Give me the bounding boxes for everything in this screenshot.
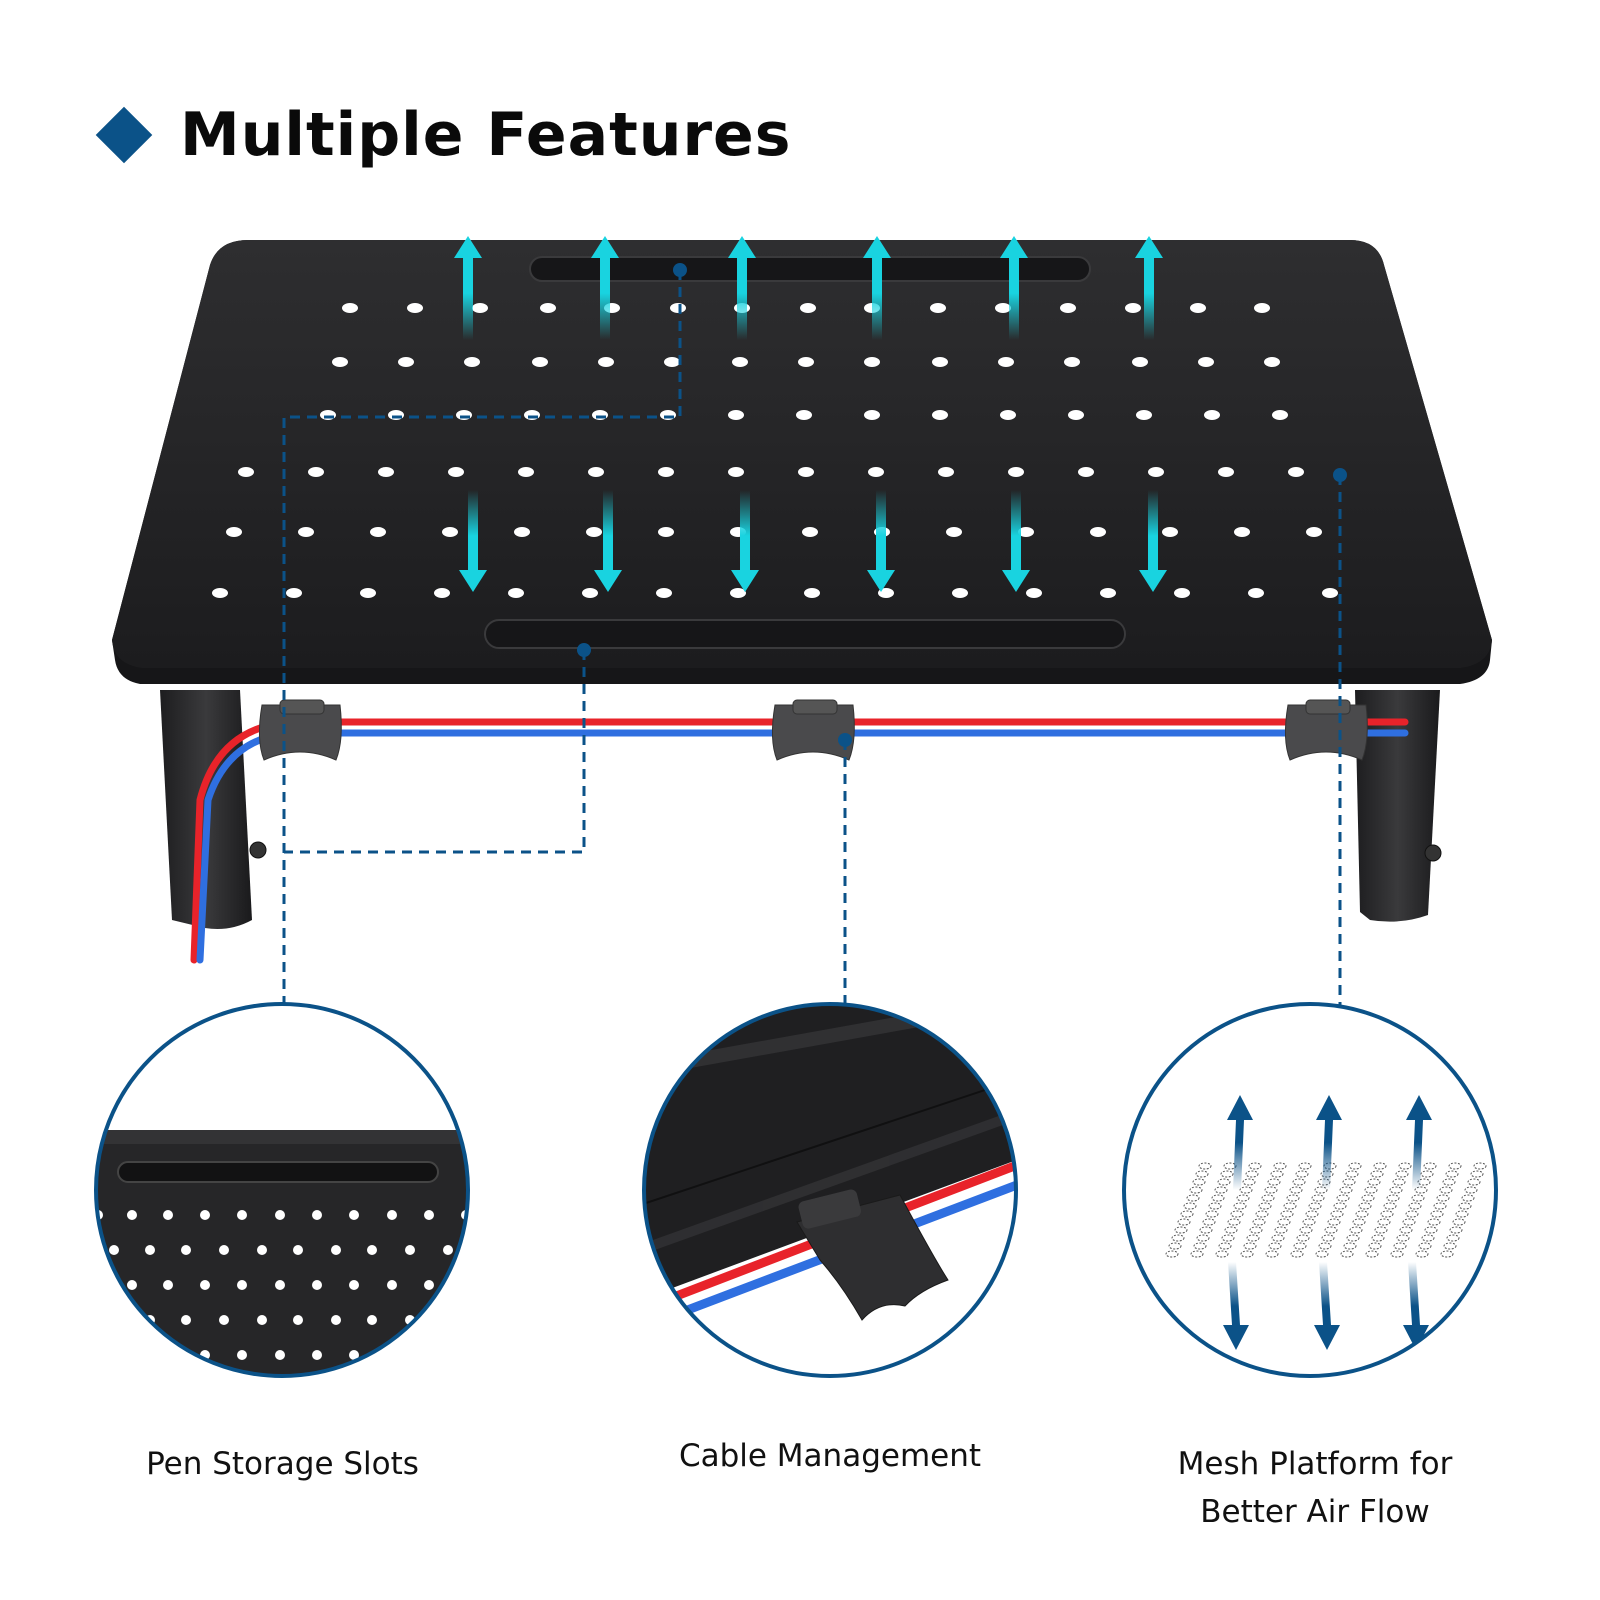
cables — [190, 718, 1409, 964]
hole-row — [342, 303, 1270, 313]
feature-label-mesh-line1: Mesh Platform for — [1177, 1446, 1453, 1482]
cable-clips — [258, 699, 1368, 761]
leader-lines — [282, 270, 1342, 1030]
feature-label-mesh-platform: Mesh Platform for Better Air Flow — [1135, 1440, 1495, 1536]
airflow-arrows — [454, 236, 1167, 592]
header: Multiple Features — [95, 100, 792, 170]
feature-label-pen-storage: Pen Storage Slots — [146, 1446, 419, 1482]
page-title: Multiple Features — [180, 100, 792, 170]
platform — [112, 240, 1492, 684]
feature-label-cable-management: Cable Management — [678, 1438, 982, 1474]
mesh-airflow-icon — [1124, 1004, 1496, 1376]
feature-label-mesh-line2: Better Air Flow — [1200, 1494, 1430, 1530]
cable-clip-detail-icon — [644, 1004, 1016, 1376]
